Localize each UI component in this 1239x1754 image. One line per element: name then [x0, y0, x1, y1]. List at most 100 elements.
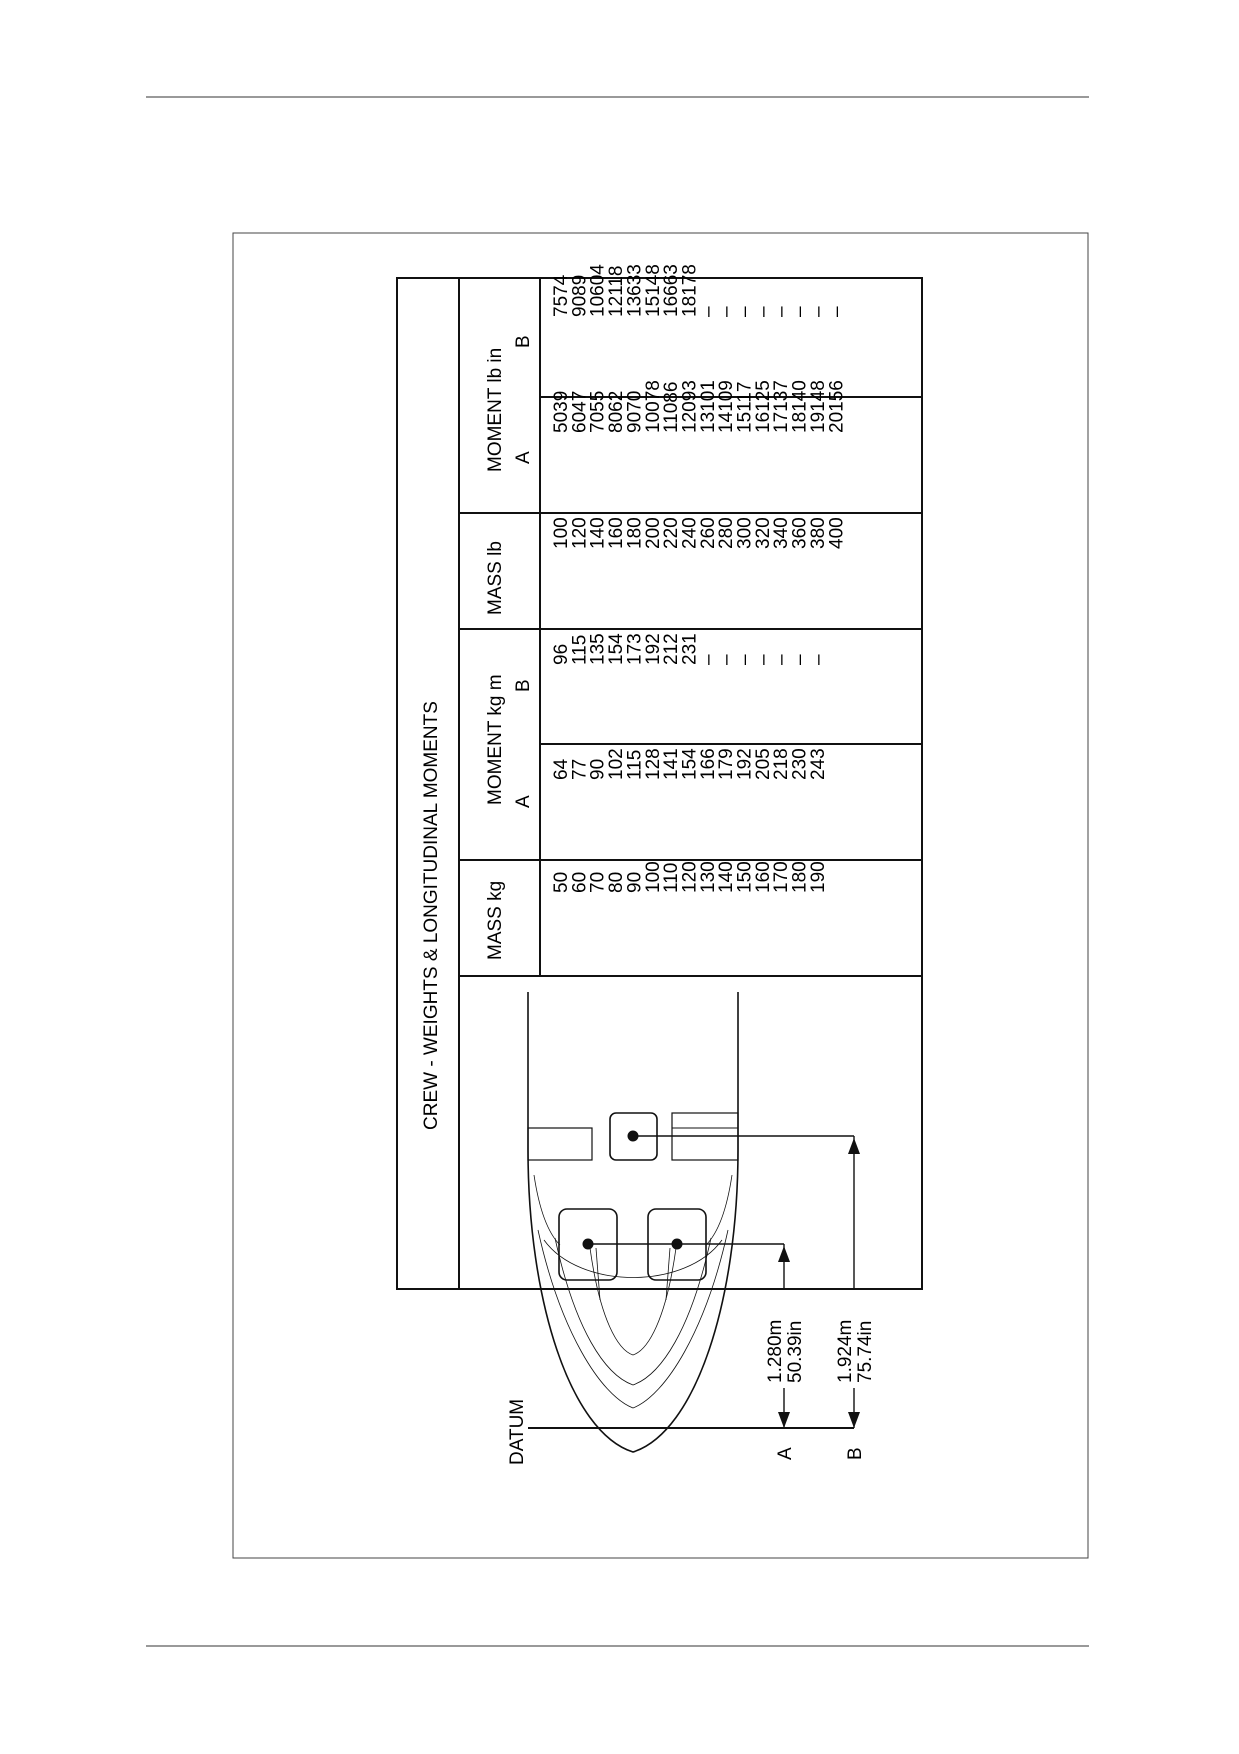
cell-mass-lb-5: 200 [643, 517, 664, 549]
cell-mass-lb-10: 300 [735, 517, 756, 549]
cell-moment-lbin-a-13: 18140 [790, 380, 811, 433]
hdr-moment-kgm: MOMENT kg m [485, 674, 506, 805]
cell-moment-lbin-a-12: 17137 [771, 380, 792, 433]
cell-moment-kgm-a-3: 102 [606, 748, 627, 780]
cell-moment-kgm-b-13: – [790, 654, 811, 665]
cell-moment-kgm-a-10: 192 [735, 748, 756, 780]
cell-moment-kgm-b-6: 212 [661, 633, 682, 665]
cell-moment-lbin-a-14: 19148 [808, 380, 829, 433]
cell-moment-kgm-a-11: 205 [753, 748, 774, 780]
cell-mass-kg-0: 50 [551, 872, 572, 893]
table-outline [396, 277, 923, 1290]
cell-mass-lb-14: 380 [808, 517, 829, 549]
cell-mass-kg-8: 130 [698, 861, 719, 893]
cell-moment-lbin-a-4: 9070 [624, 391, 645, 433]
cell-moment-lbin-a-7: 12093 [680, 380, 701, 433]
cell-moment-kgm-b-1: 115 [569, 635, 590, 665]
strut-r [665, 1247, 671, 1301]
cell-moment-lbin-b-12: – [771, 306, 792, 317]
cell-moment-kgm-b-5: 192 [643, 633, 664, 665]
arm-a-metres: 1.280m [765, 1320, 786, 1383]
cell-moment-lbin-a-3: 8062 [606, 391, 627, 433]
cell-moment-kgm-a-1: 77 [569, 759, 590, 780]
cell-moment-kgm-b-7: 231 [680, 633, 701, 665]
table-group: CREW - WEIGHTS & LONGITUDINAL MOMENTS MA… [396, 264, 923, 1465]
cell-mass-kg-3: 80 [606, 872, 627, 893]
cell-moment-kgm-b-0: 96 [551, 644, 572, 665]
cell-moment-lbin-b-8: – [698, 306, 719, 317]
cell-moment-kgm-b-10: – [735, 654, 756, 665]
hdr-moment-lbin: MOMENT lb in [485, 348, 506, 472]
cell-moment-lbin-a-0: 5039 [551, 391, 572, 433]
hdr-lbin-a: A [513, 451, 534, 464]
cell-moment-lbin-b-0: 7574 [551, 274, 572, 317]
arrow-b-top [848, 1138, 860, 1154]
cell-mass-lb-4: 180 [624, 517, 645, 549]
cell-mass-kg-14: 190 [808, 861, 829, 893]
cell-moment-kgm-b-8: – [698, 654, 719, 665]
cell-moment-lbin-b-7: 18178 [680, 264, 701, 317]
cell-moment-lbin-a-15: 20156 [826, 380, 847, 433]
datum-label: DATUM [507, 1399, 528, 1465]
cell-moment-kgm-a-14: 243 [808, 748, 829, 780]
rear-panel-left [527, 1127, 593, 1161]
cell-moment-lbin-a-10: 15117 [735, 382, 756, 433]
fuselage-outline [527, 992, 739, 1453]
arm-b-metres: 1.924m [835, 1320, 856, 1383]
cell-moment-lbin-b-4: 13633 [624, 264, 645, 317]
cell-moment-lbin-b-6: 16663 [661, 264, 682, 317]
cell-moment-kgm-b-3: 154 [606, 633, 627, 665]
cell-moment-lbin-b-14: – [808, 306, 829, 317]
hdr-mass-lb: MASS lb [485, 541, 506, 615]
cell-mass-lb-11: 320 [753, 517, 774, 549]
hdr-lbin-b: B [513, 335, 534, 348]
cell-moment-lbin-b-9: – [716, 306, 737, 317]
cell-mass-kg-4: 90 [624, 872, 645, 893]
cell-moment-kgm-a-7: 154 [680, 748, 701, 780]
cell-mass-kg-1: 60 [569, 872, 590, 893]
cell-mass-kg-10: 150 [735, 861, 756, 893]
cell-moment-lbin-a-5: 10078 [643, 380, 664, 433]
arm-b-inches: 75.74in [855, 1321, 876, 1383]
cell-moment-lbin-b-13: – [790, 306, 811, 317]
cell-moment-kgm-a-5: 128 [643, 748, 664, 780]
cell-moment-lbin-b-10: – [735, 306, 756, 317]
canopy-line-2 [554, 1237, 712, 1386]
cell-moment-lbin-b-5: 15148 [643, 264, 664, 317]
cell-mass-lb-0: 100 [551, 517, 572, 549]
cell-mass-lb-7: 240 [680, 517, 701, 549]
cell-moment-kgm-a-0: 64 [551, 758, 572, 780]
cell-mass-lb-15: 400 [826, 517, 847, 549]
page-frame-rect [232, 232, 1089, 1559]
strut-l [595, 1247, 601, 1301]
cell-moment-lbin-a-8: 13101 [698, 380, 719, 433]
cell-moment-lbin-b-2: 10604 [588, 264, 609, 317]
cell-moment-kgm-b-2: 135 [588, 633, 609, 665]
canopy-line-3 [589, 1247, 677, 1356]
cell-mass-lb-2: 140 [588, 517, 609, 549]
arm-a-label: A [775, 1447, 796, 1460]
table-title-text: CREW - WEIGHTS & LONGITUDINAL MOMENTS [421, 701, 442, 1130]
cell-mass-lb-1: 120 [569, 517, 590, 549]
cell-mass-kg-5: 100 [643, 861, 664, 893]
cell-mass-lb-6: 220 [661, 517, 682, 549]
side-r [705, 1174, 733, 1246]
cell-mass-kg-7: 120 [680, 861, 701, 893]
cell-moment-lbin-b-11: – [753, 306, 774, 317]
cell-mass-lb-12: 340 [771, 517, 792, 549]
arm-b-label: B [845, 1447, 866, 1460]
hdr-mass-kg: MASS kg [485, 881, 506, 960]
arrow-b-bottom [848, 1412, 860, 1428]
cell-moment-kgm-b-14: – [808, 654, 829, 665]
cell-moment-kgm-b-9: – [716, 654, 737, 665]
canopy-line-1 [537, 1229, 729, 1409]
cell-moment-kgm-a-13: 230 [790, 748, 811, 780]
cell-mass-kg-12: 170 [771, 861, 792, 893]
arm-a-inches: 50.39in [785, 1321, 806, 1383]
dimension-arrows [778, 1138, 860, 1428]
side-l [533, 1174, 561, 1246]
hdr-kgm-a: A [513, 795, 534, 808]
cell-moment-kgm-a-4: 115 [624, 750, 645, 780]
cell-moment-lbin-b-15: – [826, 306, 847, 317]
